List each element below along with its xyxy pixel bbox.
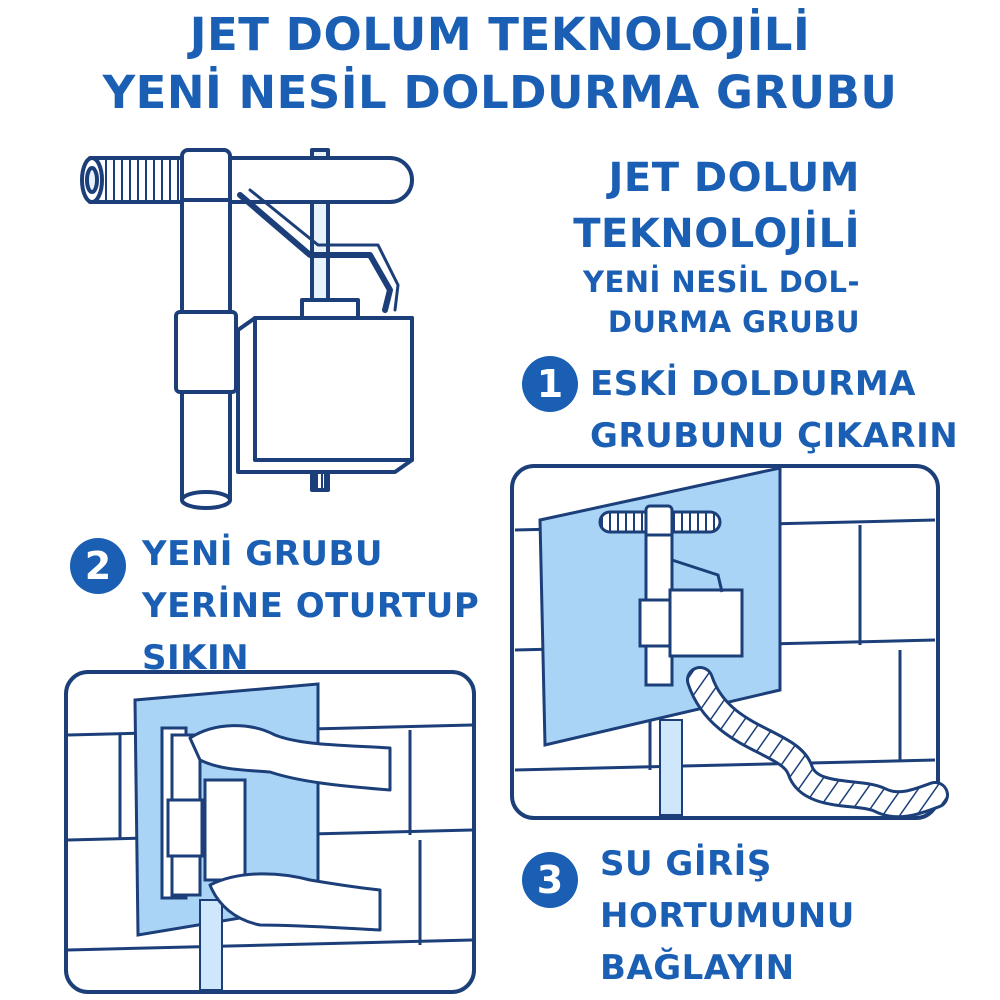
step1-line1: ESKİ DOLDURMA: [590, 364, 916, 404]
step2-line3: SIKIN: [142, 638, 250, 678]
main-title-line2: YENİ NESİL DOLDURMA GRUBU: [102, 66, 898, 119]
step2-line2: YERİNE OTURTUP: [142, 586, 480, 626]
step2-instruction: YENİ GRUBU YERİNE OTURTUP SIKIN: [142, 528, 479, 684]
main-title: JET DOLUM TEKNOLOJİLİ YENİ NESİL DOLDURM…: [0, 6, 1000, 122]
step1-illustration-panel: [510, 464, 949, 820]
side-title-line3: YENİ NESİL DOL-: [582, 265, 860, 299]
main-title-line1: JET DOLUM TEKNOLOJİLİ: [189, 8, 811, 61]
step1-number-badge: 1: [522, 356, 578, 412]
step3-line2: HORTUMUNU: [600, 896, 855, 936]
step3-instruction: SU GİRİŞ HORTUMUNU BAĞLAYIN: [600, 838, 855, 994]
step1-line2: GRUBUNU ÇIKARIN: [590, 416, 959, 456]
step1-instruction: ESKİ DOLDURMA GRUBUNU ÇIKARIN: [590, 358, 958, 462]
step2-illustration-panel: [64, 670, 476, 994]
step2-number-badge: 2: [70, 538, 126, 594]
step3-line3: BAĞLAYIN: [600, 948, 795, 988]
side-subtitle: YENİ NESİL DOL- DURMA GRUBU: [540, 262, 860, 342]
side-title-line1: JET DOLUM: [608, 155, 860, 201]
side-title: JET DOLUM TEKNOLOJİLİ: [540, 150, 860, 262]
side-title-line4: DURMA GRUBU: [607, 305, 860, 339]
side-title-line2: TEKNOLOJİLİ: [573, 211, 860, 257]
step3-line1: SU GİRİŞ: [600, 844, 772, 884]
fill-valve-main-drawing: [80, 148, 414, 510]
step2-line1: YENİ GRUBU: [142, 534, 384, 574]
step3-number-badge: 3: [522, 852, 578, 908]
